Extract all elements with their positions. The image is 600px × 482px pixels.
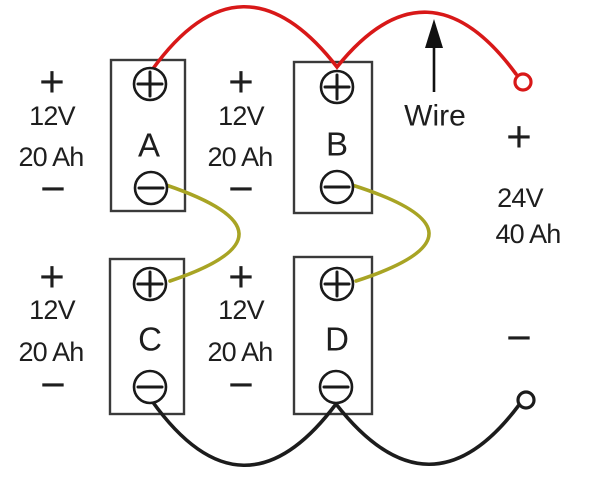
battery-A-label: A: [138, 127, 160, 164]
plus-icon: [136, 270, 164, 298]
battery-B-label: B: [326, 126, 348, 163]
plus-sign: +: [39, 58, 65, 107]
wire-callout: Wire: [404, 19, 466, 133]
wire-callout-label: Wire: [404, 100, 466, 133]
output-capacity-label: 40 Ah: [495, 219, 560, 249]
battery-B-specs: + 12V 20 Ah −: [207, 58, 273, 214]
up-arrow-icon: [425, 19, 443, 92]
capacity-label: 20 Ah: [18, 142, 83, 172]
battery-A-positive-terminal: [132, 66, 168, 102]
voltage-label: 12V: [218, 101, 264, 131]
plus-icon: [136, 70, 164, 98]
plus-sign: +: [228, 58, 254, 107]
battery-D-label: D: [325, 321, 349, 358]
voltage-label: 12V: [29, 101, 75, 131]
voltage-label: 12V: [29, 295, 75, 325]
capacity-label: 20 Ah: [18, 337, 83, 367]
battery-D-specs: + 12V 20 Ah −: [207, 253, 273, 410]
output-specs: + 24V 40 Ah −: [495, 113, 561, 363]
battery-D-negative-terminal: [318, 369, 354, 405]
minus-sign: −: [40, 165, 66, 214]
voltage-label: 12V: [218, 295, 264, 325]
plus-icon: [323, 73, 351, 101]
plus-icon: [323, 270, 351, 298]
battery-C-label: C: [138, 321, 162, 358]
minus-sign: −: [228, 361, 254, 410]
battery-A-specs: + 12V 20 Ah −: [18, 58, 84, 214]
capacity-label: 20 Ah: [207, 337, 272, 367]
positive-wire: [150, 5, 518, 76]
battery-C-positive-terminal: [132, 266, 168, 302]
battery-B-positive-terminal: [319, 69, 355, 105]
capacity-label: 20 Ah: [207, 142, 272, 172]
battery-C-negative-terminal: [132, 369, 168, 405]
series-wire-b-to-d: [350, 183, 431, 283]
minus-sign: −: [506, 314, 532, 363]
positive-output-terminal: [513, 72, 533, 92]
battery-C-specs: + 12V 20 Ah −: [18, 253, 84, 410]
plus-sign: +: [228, 253, 254, 302]
battery-A-negative-terminal: [133, 170, 169, 206]
minus-sign: −: [40, 361, 66, 410]
series-wire-a-to-c: [164, 183, 241, 283]
battery-B-negative-terminal: [319, 169, 355, 205]
negative-output-terminal: [516, 390, 536, 410]
minus-sign: −: [228, 165, 254, 214]
plus-sign: +: [506, 113, 532, 162]
output-voltage-label: 24V: [497, 183, 543, 213]
plus-sign: +: [39, 253, 65, 302]
battery-D-positive-terminal: [319, 266, 355, 302]
